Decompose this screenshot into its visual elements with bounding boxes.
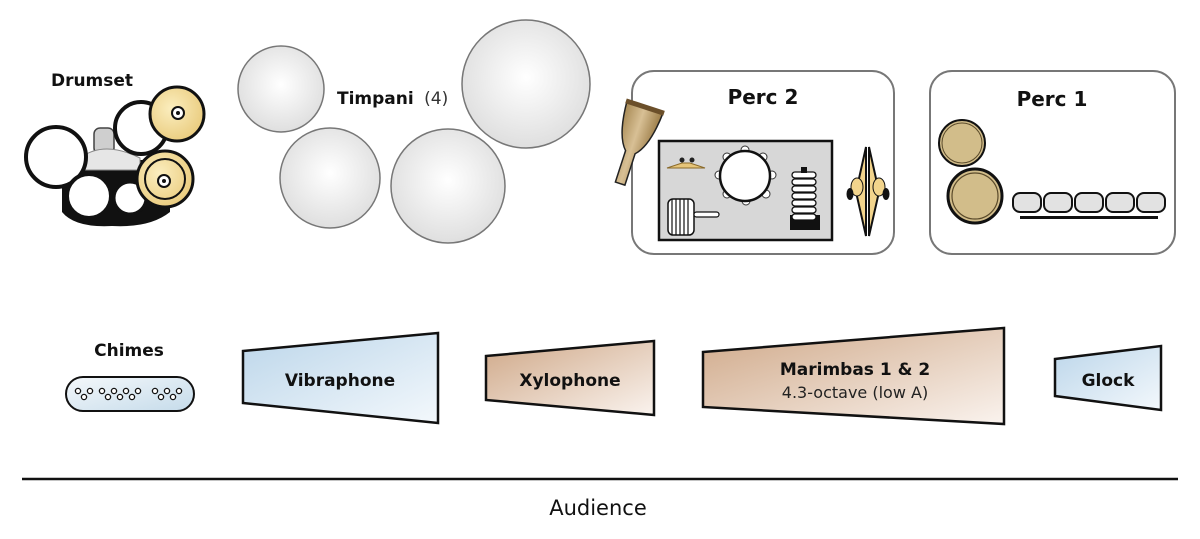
glock-shape [1053, 344, 1163, 412]
drumset: Drumset [24, 71, 206, 227]
perc1-label: Perc 1 [1017, 87, 1088, 111]
xylophone: Xylophone [484, 339, 656, 417]
xylophone-label: Xylophone [519, 371, 620, 391]
vibraphone: Vibraphone [241, 331, 440, 425]
drumset-label: Drumset [51, 71, 133, 91]
timpani-drum [279, 127, 381, 229]
timpani-label: Timpani [337, 89, 414, 109]
tambourine-icon [714, 145, 777, 206]
tom-drum-icon [946, 167, 1004, 225]
marimbas-shape [701, 326, 1006, 426]
timpani: Timpani (4) [237, 19, 591, 244]
timpani-drum [461, 19, 591, 149]
hi-hat-icon [666, 157, 706, 169]
ratchet-icon [667, 198, 720, 236]
timpani-drum [390, 128, 506, 244]
marimbas-sublabel: 4.3-octave (low A) [782, 383, 928, 402]
svg-text:Timpani (4): Timpani (4) [337, 89, 448, 109]
vibraphone-label: Vibraphone [285, 371, 395, 391]
timpani-drum [237, 45, 325, 133]
djembe-icon [614, 98, 665, 187]
xylophone-shape [484, 339, 656, 417]
glock: Glock [1053, 344, 1163, 412]
chimes-tubes [74, 387, 183, 401]
temple-blocks-icon [1012, 192, 1166, 219]
perc1-station: Perc 1 [929, 70, 1176, 255]
glock-label: Glock [1082, 371, 1136, 391]
chimes: Chimes [65, 341, 195, 412]
spring-coil-icon [790, 167, 820, 230]
drumset-icon [24, 85, 206, 227]
perc2-station: Perc 2 [614, 70, 895, 255]
crash-cymbals-icon [846, 146, 890, 237]
chimes-label: Chimes [94, 341, 164, 361]
chimes-icon [65, 376, 195, 412]
audience-label: Audience [549, 496, 647, 520]
tom-drum-icon [938, 119, 986, 167]
perc2-label: Perc 2 [728, 85, 799, 109]
vibraphone-shape [241, 331, 440, 425]
marimbas-label: Marimbas 1 & 2 [780, 360, 930, 380]
marimbas: Marimbas 1 & 2 4.3-octave (low A) [701, 326, 1006, 426]
timpani-count: (4) [424, 89, 448, 109]
